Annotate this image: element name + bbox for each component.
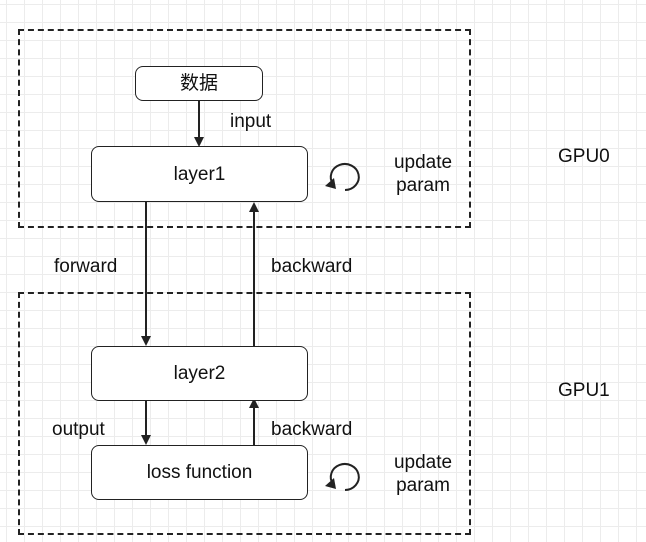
label-backward-top: backward (271, 256, 353, 277)
gpu0-group (18, 29, 471, 228)
node-loss-function[interactable]: loss function (91, 445, 308, 500)
node-data[interactable]: 数据 (135, 66, 263, 101)
node-layer1[interactable]: layer1 (91, 146, 308, 202)
label-update-param-bottom: update param (378, 452, 468, 498)
param-line: param (396, 474, 450, 496)
label-output: output (52, 419, 105, 440)
label-update-param-top: update param (378, 152, 468, 198)
label-backward-bottom: backward (271, 419, 353, 440)
rotate-arrow-icon (325, 163, 360, 191)
gpu1-group (18, 292, 471, 535)
group-label-gpu0: GPU0 (558, 146, 610, 167)
group-label-gpu1: GPU1 (558, 380, 610, 401)
node-layer2[interactable]: layer2 (91, 346, 308, 401)
rotate-arrow-icon (325, 463, 360, 491)
update-line: update (393, 452, 453, 473)
label-forward: forward (54, 256, 118, 277)
param-line: param (396, 174, 450, 196)
label-input: input (230, 111, 272, 132)
update-line: update (393, 152, 453, 173)
